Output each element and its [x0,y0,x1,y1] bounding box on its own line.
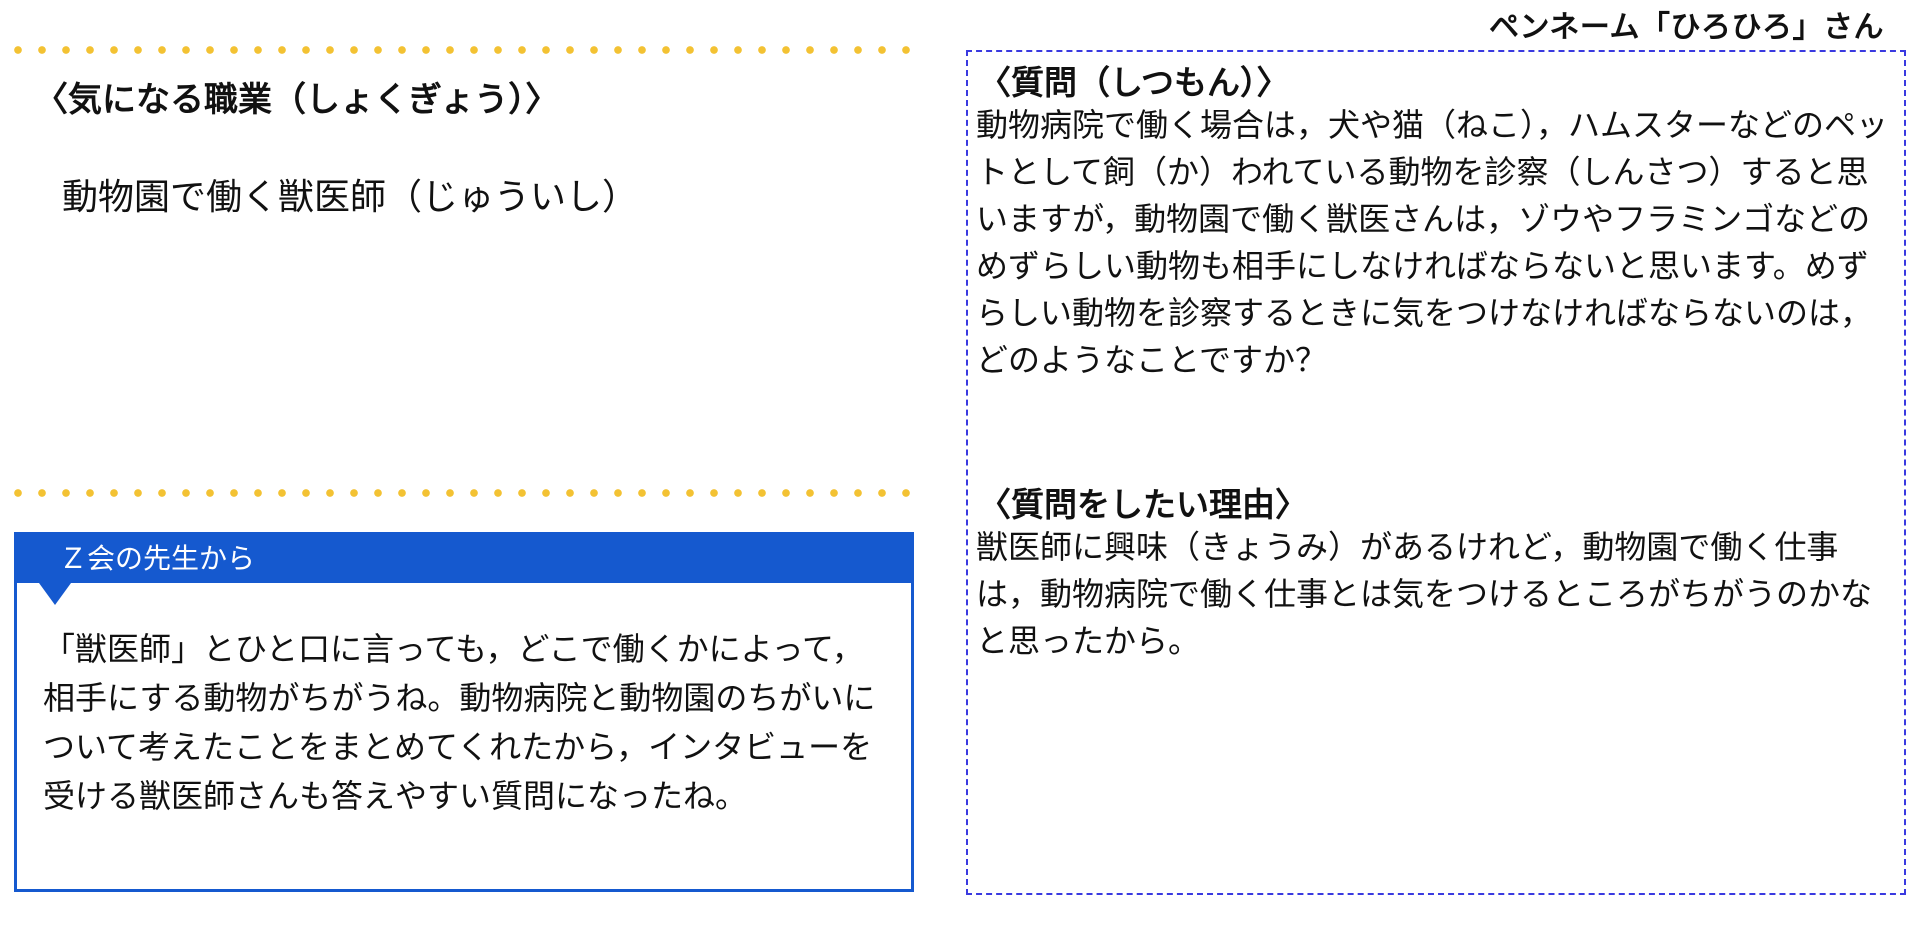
question-text: 動物病院で働く場合は，犬や猫（ねこ），ハムスターなどのペットとして飼（か）われて… [976,106,1889,379]
dotted-divider-middle [6,489,926,497]
job-heading: 〈気になる職業（しょくぎょう）〉 [34,80,560,120]
reason-text: 獣医師に興味（きょうみ）があるけれど，動物園で働く仕事は，動物病院で働く仕事とは… [976,528,1873,660]
job-value: 動物園で働く獣医師（じゅういし） [62,177,639,218]
teacher-comment-text: 「獣医師」とひと口に言っても，どこで働くかによって，相手にする動物がちがうね。動… [43,630,876,815]
reason-heading: 〈質問をしたい理由〉 [978,485,1308,524]
dotted-divider-top [6,46,926,54]
penname-label: ペンネーム「ひろひろ」さん [1489,10,1884,45]
question-box: 〈質問（しつもん）〉 動物病院で働く場合は，犬や猫（ねこ），ハムスターなどのペッ… [966,50,1906,895]
teacher-label: Ｚ会の先生から [17,535,911,605]
question-heading: 〈質問（しつもん）〉 [978,63,1290,102]
teacher-comment-box: Ｚ会の先生から 「獣医師」とひと口に言っても，どこで働くかによって，相手にする動… [14,532,914,892]
